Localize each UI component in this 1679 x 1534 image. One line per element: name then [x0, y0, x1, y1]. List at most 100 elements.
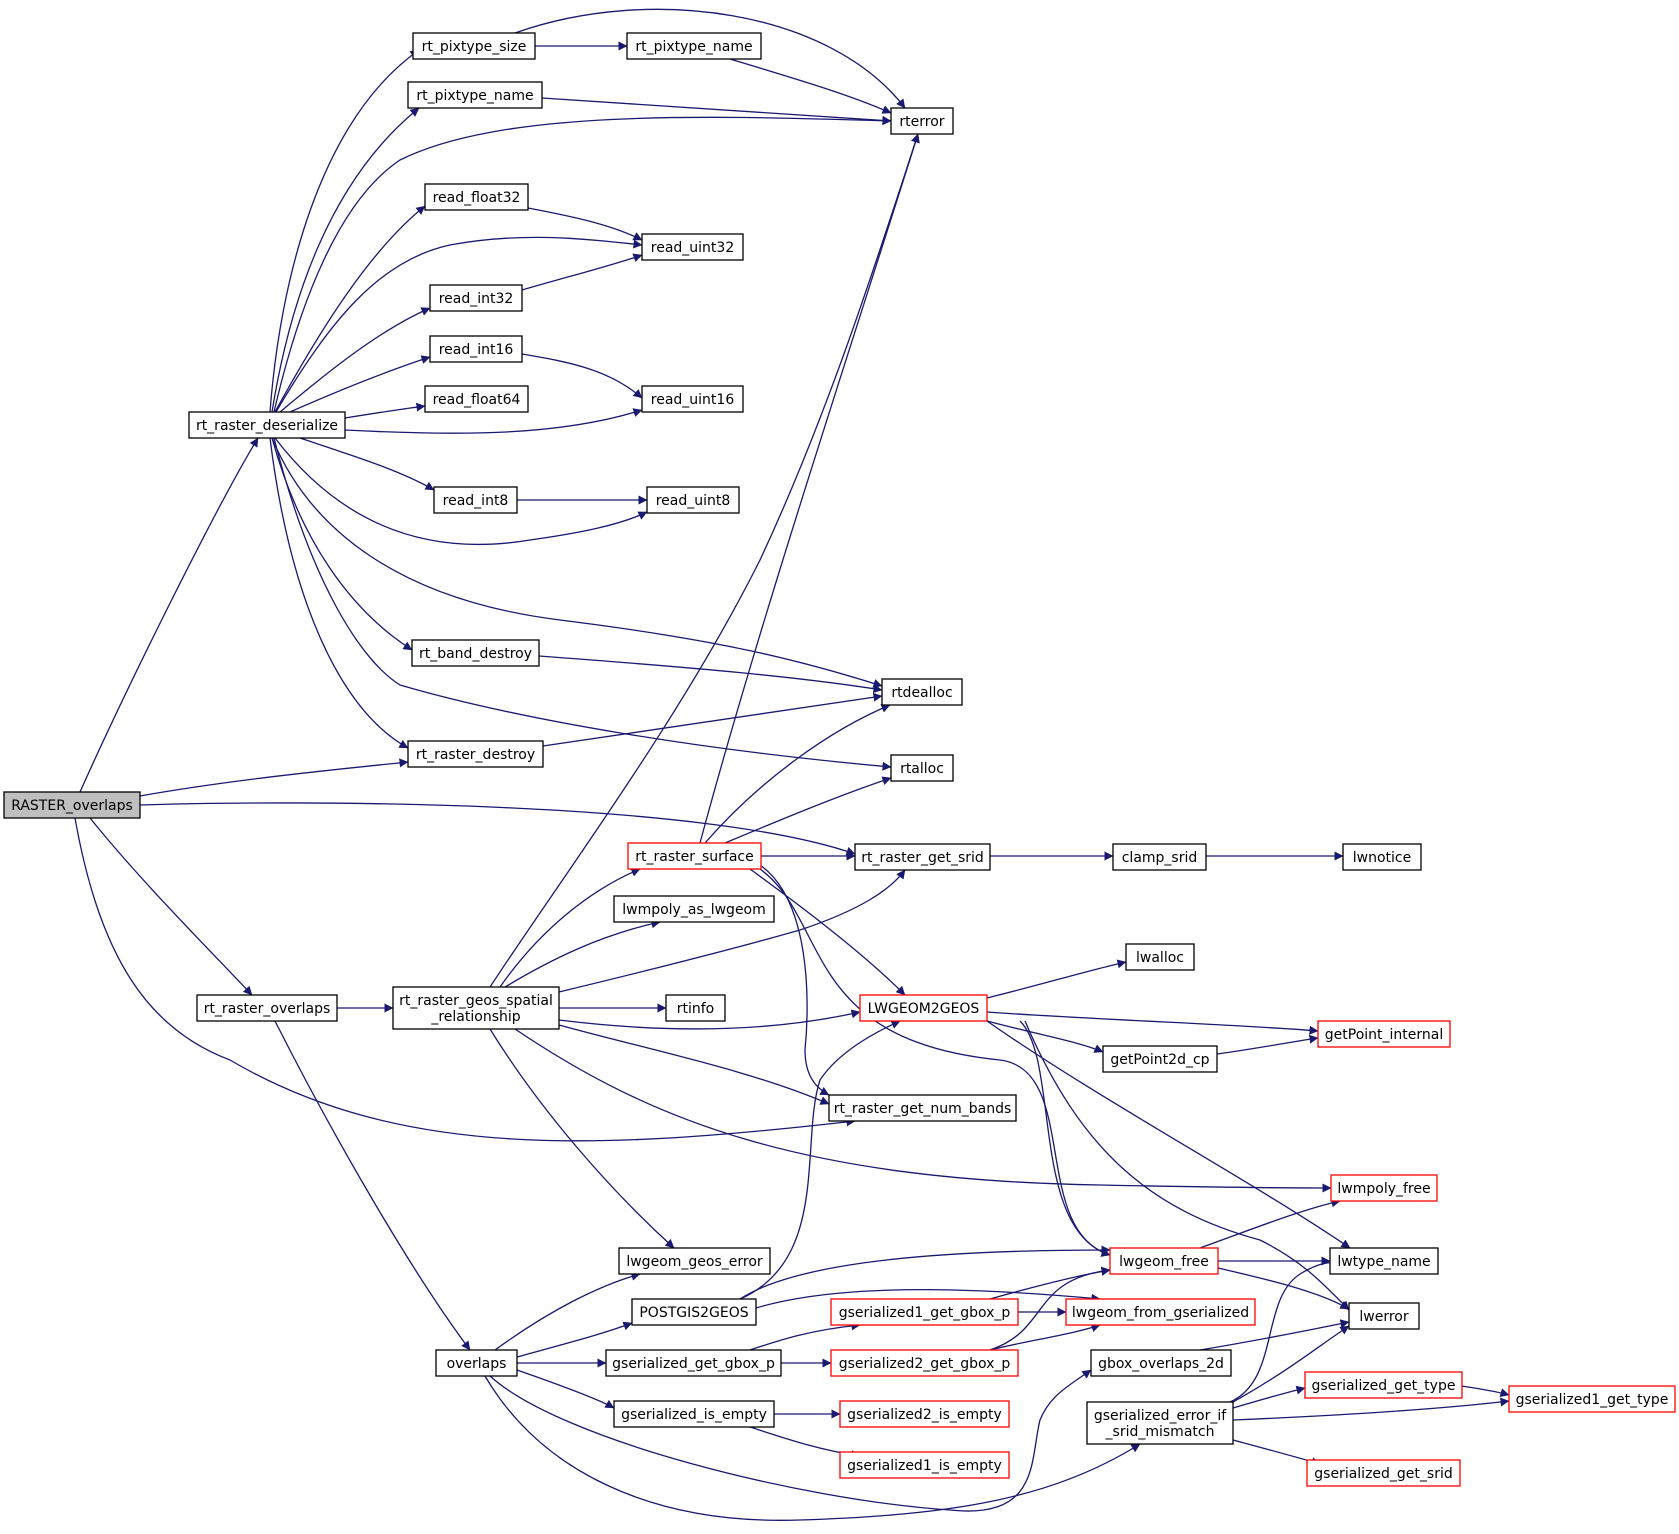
- node-read-uint16[interactable]: read_uint16: [641, 385, 744, 413]
- node-gserialized1-get-gbox-p[interactable]: gserialized1_get_gbox_p: [830, 1298, 1019, 1326]
- node-raster-overlaps[interactable]: RASTER_overlaps: [3, 791, 141, 819]
- node-lwgeom-geos-error[interactable]: lwgeom_geos_error: [618, 1247, 771, 1275]
- edge-rt-raster-surface-to-lwgeom2geos: [749, 868, 906, 996]
- edge-lwgeom2geos-to-lwerror: [1024, 1020, 1350, 1311]
- edge-rt-raster-deserialize-to-rt-pixtype-size: [269, 49, 420, 413]
- node-gserialized2-is-empty[interactable]: gserialized2_is_empty: [839, 1400, 1010, 1428]
- node-box: [890, 107, 954, 135]
- node-box: [188, 411, 346, 439]
- node-gserialized2-get-gbox-p[interactable]: gserialized2_get_gbox_p: [830, 1349, 1019, 1377]
- edge-rt-raster-surface-to-rterror: [699, 133, 920, 844]
- edge-rt-raster-deserialize-to-rtalloc: [273, 437, 892, 771]
- node-read-float32[interactable]: read_float32: [424, 183, 529, 211]
- node-lwnotice[interactable]: lwnotice: [1342, 843, 1422, 871]
- node-gserialized-get-srid[interactable]: gserialized_get_srid: [1306, 1459, 1461, 1487]
- node-box: [646, 486, 740, 514]
- node-box: [1330, 1174, 1438, 1202]
- node-gbox-overlaps-2d[interactable]: gbox_overlaps_2d: [1090, 1349, 1232, 1377]
- edge-getpoint2d-cp-to-getpoint-internal: [1216, 1034, 1319, 1055]
- node-rt-raster-overlaps[interactable]: rt_raster_overlaps: [196, 994, 338, 1022]
- node-box: [881, 678, 963, 706]
- node-lwerror[interactable]: lwerror: [1348, 1302, 1420, 1330]
- node-label: read_int32: [439, 291, 514, 307]
- node-label: rtdealloc: [891, 685, 952, 701]
- node-gserialized1-get-type[interactable]: gserialized1_get_type: [1508, 1385, 1676, 1413]
- node-read-float64[interactable]: read_float64: [424, 385, 529, 413]
- node-rtalloc[interactable]: rtalloc: [890, 754, 954, 782]
- node-rt-raster-deserialize[interactable]: rt_raster_deserialize: [188, 411, 346, 439]
- edge-rt-raster-geos-spatial-relationship-to-rt-raster-surface: [499, 868, 641, 988]
- edges: [74, 8, 1510, 1521]
- node-lwgeom2geos[interactable]: LWGEOM2GEOS: [859, 994, 988, 1022]
- node-rt-pixtype-name-a[interactable]: rt_pixtype_name: [626, 32, 762, 60]
- node-read-int8[interactable]: read_int8: [433, 486, 518, 514]
- edge-rt-raster-geos-spatial-relationship-to-rterror: [489, 133, 920, 988]
- node-label: lwgeom_geos_error: [626, 1254, 763, 1270]
- node-label: rtalloc: [900, 761, 944, 777]
- node-rt-raster-get-num-bands[interactable]: rt_raster_get_num_bands: [828, 1094, 1017, 1122]
- node-box: [392, 986, 560, 1030]
- node-rt-pixtype-size[interactable]: rt_pixtype_size: [412, 32, 536, 60]
- node-label: RASTER_overlaps: [11, 798, 133, 814]
- edge-raster-overlaps-to-rt-raster-deserialize: [79, 437, 259, 793]
- node-lwmpoly-as-lwgeom[interactable]: lwmpoly_as_lwgeom: [613, 895, 775, 923]
- node-gserialized-get-type[interactable]: gserialized_get_type: [1304, 1371, 1463, 1399]
- node-lwgeom-from-gserialized[interactable]: lwgeom_from_gserialized: [1065, 1298, 1256, 1326]
- node-rt-raster-get-srid[interactable]: rt_raster_get_srid: [854, 843, 991, 871]
- node-clamp-srid[interactable]: clamp_srid: [1112, 843, 1207, 871]
- node-box: [627, 842, 762, 870]
- edge-overlaps-to-lwgeom-geos-error: [494, 1271, 641, 1351]
- node-gserialized-is-empty[interactable]: gserialized_is_empty: [613, 1400, 775, 1428]
- node-lwmpoly-free[interactable]: lwmpoly_free: [1330, 1174, 1438, 1202]
- node-gserialized-error-if-srid-mismatch[interactable]: gserialized_error_if_srid_mismatch: [1086, 1401, 1234, 1445]
- edge-overlaps-to-gbox-overlaps-2d: [489, 1369, 1092, 1512]
- node-box: [1090, 1349, 1232, 1377]
- edge-rt-raster-deserialize-to-read-uint32: [275, 236, 643, 413]
- node-rt-raster-destroy[interactable]: rt_raster_destroy: [407, 740, 544, 768]
- node-lwtype-name[interactable]: lwtype_name: [1329, 1247, 1439, 1275]
- node-label: gserialized_get_type: [1312, 1378, 1456, 1394]
- node-label: read_float64: [433, 392, 521, 408]
- edge-overlaps-to-gserialized-is-empty: [516, 1369, 615, 1409]
- edge-gserialized-error-if-srid-mismatch-to-gserialized-get-type: [1232, 1385, 1306, 1409]
- node-rterror[interactable]: rterror: [890, 107, 954, 135]
- node-read-uint32[interactable]: read_uint32: [641, 233, 744, 261]
- edge-rt-raster-surface-to-lwgeom-free: [759, 868, 1111, 1257]
- node-box: [407, 740, 544, 768]
- node-read-int16[interactable]: read_int16: [429, 335, 523, 363]
- edge-rt-raster-deserialize-to-read-float64: [344, 402, 426, 419]
- edge-rt-raster-deserialize-to-read-uint8: [274, 437, 648, 546]
- edge-rt-raster-geos-spatial-relationship-to-lwmpoly-as-lwgeom: [504, 919, 661, 988]
- node-rt-pixtype-name-b[interactable]: rt_pixtype_name: [407, 81, 543, 109]
- node-read-uint8[interactable]: read_uint8: [646, 486, 740, 514]
- node-lwalloc[interactable]: lwalloc: [1125, 943, 1195, 971]
- edge-gserialized-get-type-to-gserialized1-get-type: [1461, 1385, 1510, 1397]
- node-box: [839, 1451, 1010, 1479]
- node-rt-raster-geos-spatial-relationship[interactable]: rt_raster_geos_spatial_relationship: [392, 986, 560, 1030]
- node-rt-raster-surface[interactable]: rt_raster_surface: [627, 842, 762, 870]
- node-gserialized1-is-empty[interactable]: gserialized1_is_empty: [839, 1451, 1010, 1479]
- node-box: [1102, 1045, 1218, 1073]
- node-postgis2geos[interactable]: POSTGIS2GEOS: [631, 1298, 757, 1326]
- node-box: [613, 895, 775, 923]
- node-gserialized-get-gbox-p[interactable]: gserialized_get_gbox_p: [605, 1349, 782, 1377]
- node-box: [641, 385, 744, 413]
- node-label: gbox_overlaps_2d: [1098, 1356, 1224, 1372]
- node-rtinfo[interactable]: rtinfo: [665, 994, 726, 1022]
- edge-rt-raster-geos-spatial-relationship-to-lwmpoly-free: [514, 1028, 1332, 1193]
- node-lwgeom-free[interactable]: lwgeom_free: [1109, 1247, 1219, 1275]
- edge-raster-overlaps-to-rt-raster-get-srid: [139, 802, 856, 856]
- node-getpoint2d-cp[interactable]: getPoint2d_cp: [1102, 1045, 1218, 1073]
- node-box: [854, 843, 991, 871]
- node-box: [830, 1349, 1019, 1377]
- node-rt-band-destroy[interactable]: rt_band_destroy: [411, 639, 540, 667]
- edge-rt-raster-overlaps-to-overlaps: [274, 1020, 471, 1351]
- node-box: [433, 486, 518, 514]
- node-read-int32[interactable]: read_int32: [429, 284, 523, 312]
- edge-postgis2geos-to-lwgeom-free: [739, 1245, 1111, 1300]
- node-getpoint-internal[interactable]: getPoint_internal: [1317, 1020, 1451, 1048]
- node-overlaps[interactable]: overlaps: [435, 1349, 518, 1377]
- node-rtdealloc[interactable]: rtdealloc: [881, 678, 963, 706]
- edge-rt-raster-surface-to-rtalloc: [724, 776, 892, 844]
- edge-rt-pixtype-name-b-to-rterror: [541, 97, 892, 125]
